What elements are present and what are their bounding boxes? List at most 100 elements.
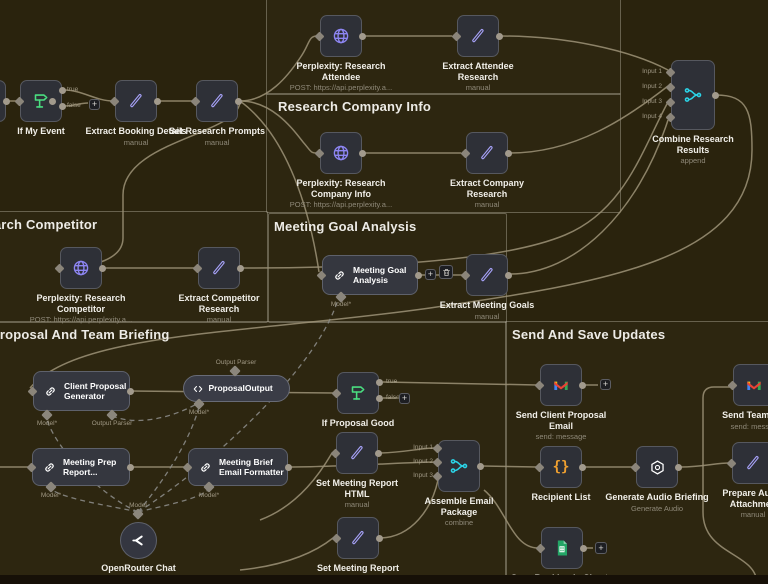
openrouter-chat-model[interactable] [120,522,157,559]
node-sublabel: manual [206,315,232,325]
output-port[interactable] [505,271,512,279]
port-label: Input 2 [413,458,433,465]
set-meeting-report-html[interactable] [336,432,378,474]
add-node-button[interactable]: + [399,393,410,404]
chain-icon [332,268,347,283]
section-research-attendee-frame [266,0,621,95]
output-port[interactable] [235,97,242,105]
node-sublabel: manual [740,510,766,520]
output-port[interactable] [359,149,366,157]
output-port[interactable] [675,463,682,471]
output-port[interactable] [496,32,503,40]
port-label: Input 3 [642,98,662,105]
output-port[interactable] [59,102,66,110]
node-label: Set Meeting Report [316,563,399,573]
port-label: Model* [188,409,210,416]
output-port[interactable] [3,97,10,105]
node-label: Combine Research Results [652,134,734,155]
generate-audio-briefing[interactable] [636,446,678,488]
output-port[interactable] [579,381,586,389]
globe-icon [330,142,352,164]
node-label-box: If Proposal Good [306,418,410,429]
globe-icon [330,25,352,47]
perplexity-research-competitor[interactable] [60,247,102,289]
node-label: Perplexity: Research Competitor [36,293,126,314]
extract-attendee-research[interactable] [457,15,499,57]
node-sublabel: manual [204,137,230,147]
output-port[interactable] [127,463,134,471]
output-port[interactable] [376,534,383,542]
output-port[interactable] [579,463,586,471]
chain-icon [42,460,57,475]
output-port[interactable] [477,462,484,470]
output-port[interactable] [99,264,106,272]
client-proposal-generator[interactable]: Client Proposal Generator [33,371,130,411]
meeting-brief-email-formatter[interactable]: Meeting Brief Email Formatter [188,448,288,486]
port-label: Model [129,502,147,509]
gmail-icon [551,375,571,395]
output-port[interactable] [359,32,366,40]
prepare-audio-attachment[interactable] [732,442,768,484]
if-proposal-good[interactable] [337,372,379,414]
output-port[interactable] [376,378,383,386]
port-label: Input 1 [413,444,433,451]
pencil-icon [476,142,498,164]
output-port[interactable] [237,264,244,272]
output-port[interactable] [712,91,719,99]
output-port[interactable] [580,544,587,552]
node-sublabel: manual [465,83,491,93]
node-sublabel: POST: https://api.perplexity.a... [289,200,393,210]
assemble-email-package[interactable] [438,440,480,492]
send-team-email[interactable] [733,364,768,406]
extract-competitor-research[interactable] [198,247,240,289]
node-inline-label: Meeting Brief Email Formatter [219,456,284,477]
node-inline-label: Meeting Prep Report... [63,456,117,477]
output-port[interactable] [376,394,383,402]
extract-company-research[interactable] [466,132,508,174]
extract-booking-details[interactable] [115,80,157,122]
node-label: Generate Audio Briefing [605,492,709,502]
node-label: Send Team Em [722,410,768,420]
add-node-button[interactable]: + [600,379,611,390]
add-node-button[interactable]: + [425,269,436,280]
code-icon [192,383,204,395]
section-research-company-info [266,93,621,213]
extract-meeting-goals[interactable] [466,254,508,296]
output-port[interactable] [375,449,382,457]
node-sublabel: Generate Audio [630,503,684,513]
perplexity-research-company-info[interactable] [320,132,362,174]
output-port[interactable] [285,463,292,471]
combine-research-results[interactable] [671,60,715,130]
output-port[interactable] [415,271,422,279]
port-label: Output Parser [215,359,257,366]
output-port[interactable] [59,86,66,94]
set-research-prompts[interactable] [196,80,238,122]
port-label: Input 3 [413,472,433,479]
meeting-goal-analysis[interactable]: Meeting Goal Analysis [322,255,418,295]
delete-connection-button[interactable] [439,265,453,279]
chain-icon [43,384,58,399]
output-port[interactable] [505,149,512,157]
section-proposal-and-team-briefing [0,321,507,584]
add-node-button[interactable]: + [595,542,607,554]
output-port[interactable] [127,387,134,395]
node-label-box: Recipient List [509,492,613,503]
node-label: Set Research Prompts [168,126,266,136]
perplexity-research-attendee[interactable] [320,15,362,57]
set-meeting-report[interactable] [337,517,379,559]
meeting-prep-report[interactable]: Meeting Prep Report... [32,448,130,486]
output-port[interactable] [154,97,161,105]
recipient-list[interactable]: {} [540,446,582,488]
node-sublabel: send: messag [730,421,768,431]
pencil-icon [476,264,498,286]
send-client-proposal-email[interactable] [540,364,582,406]
node-label: Perplexity: Research Company Info [296,178,386,199]
node-sublabel: manual [123,137,149,147]
if-icon [30,90,52,112]
proposal-output[interactable]: ProposalOutput [183,375,290,402]
save-booking-in-sheets[interactable] [541,527,583,569]
add-node-button[interactable]: + [89,99,100,110]
